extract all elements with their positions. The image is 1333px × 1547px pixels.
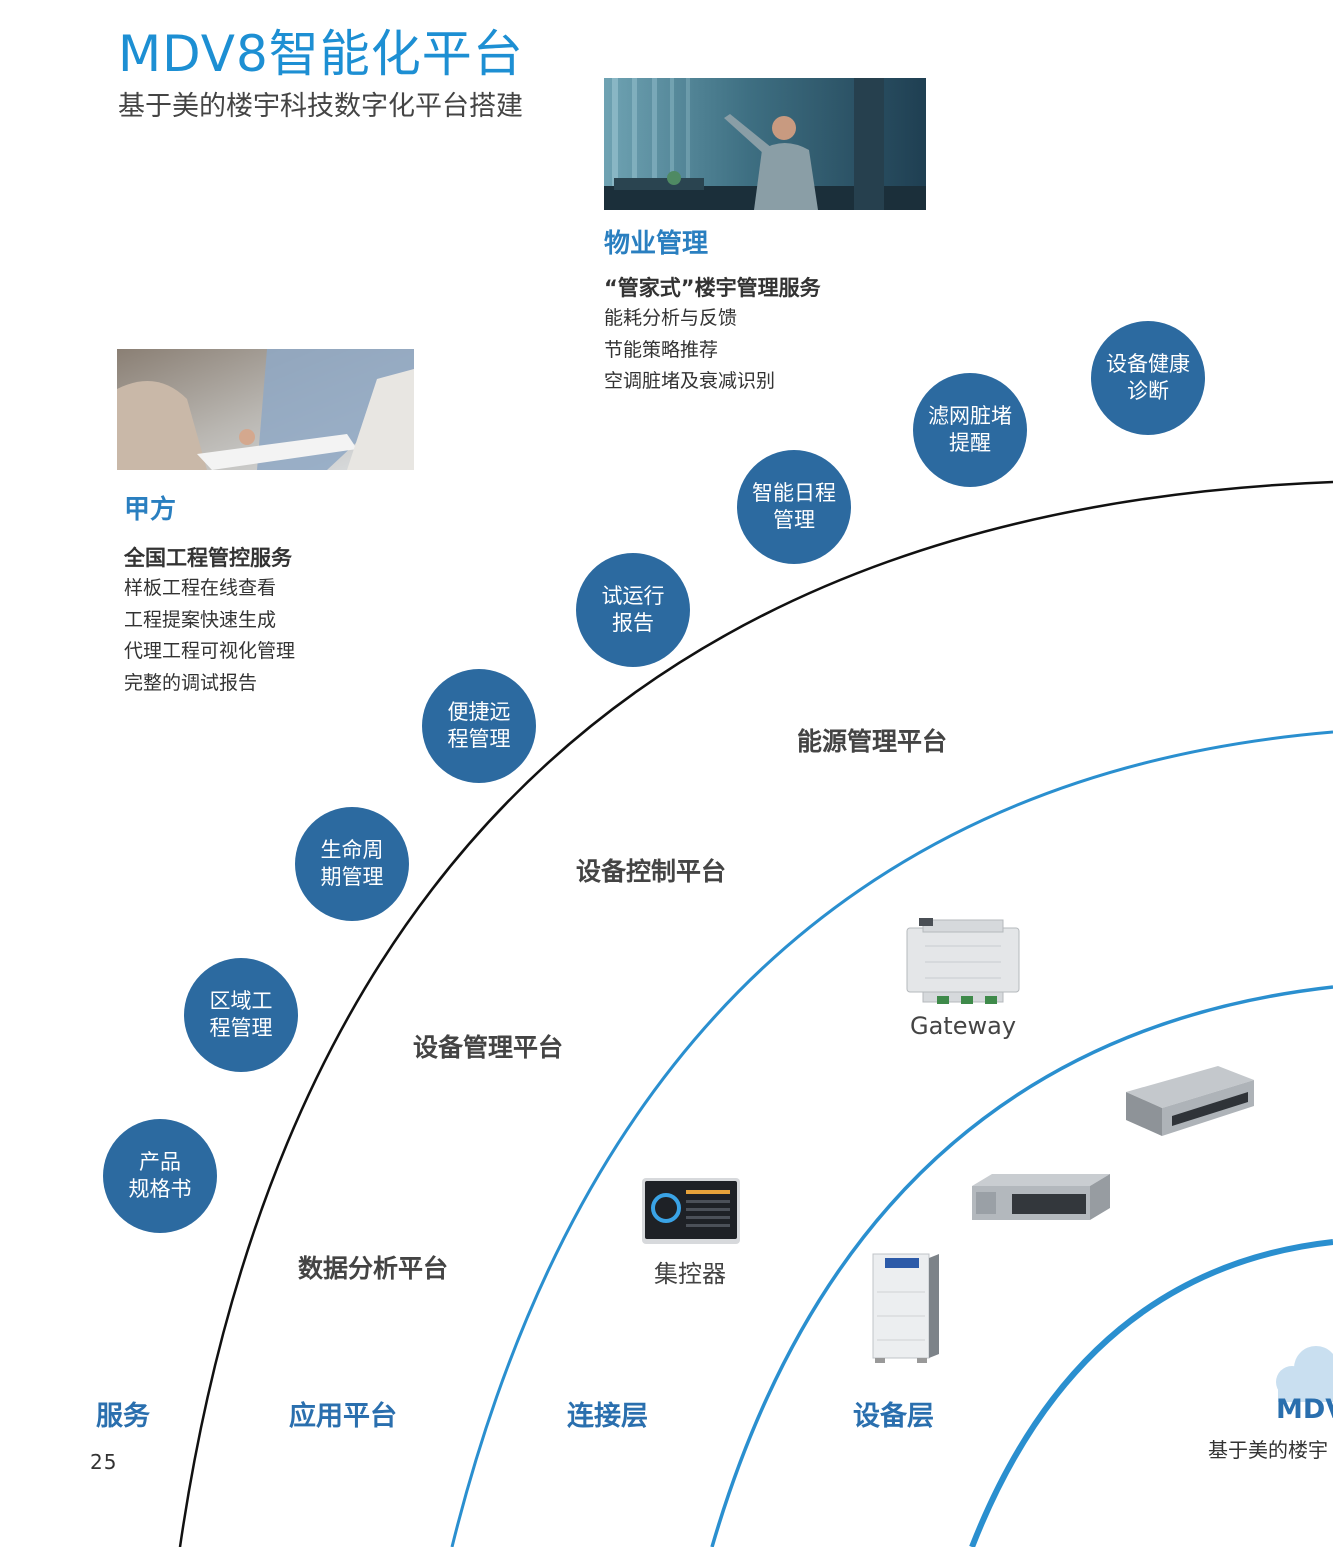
service-circle-lifecycle: 生命周 期管理	[295, 807, 409, 921]
service-circle-smart-schedule: 智能日程 管理	[737, 450, 851, 564]
owner-item: 工程提案快速生成	[124, 608, 277, 631]
arc-service-boundary	[178, 480, 1333, 1547]
owner-item: 完整的调试报告	[124, 671, 258, 694]
outdoor-unit-image	[871, 1252, 941, 1364]
platform-energy-label: 能源管理平台	[797, 727, 948, 756]
controller-device-image	[642, 1178, 740, 1244]
service-circle-remote-management: 便捷远 程管理	[422, 669, 536, 783]
owner-list: 样板工程在线查看 工程提案快速生成 代理工程可视化管理 完整的调试报告	[124, 573, 295, 699]
page-subtitle: 基于美的楼宇科技数字化平台搭建	[118, 91, 523, 122]
platform-control-label: 设备控制平台	[576, 857, 727, 886]
owner-photo	[117, 349, 414, 470]
owner-subtitle: 全国工程管控服务	[124, 546, 292, 570]
cloud-icon	[1272, 1342, 1333, 1404]
property-item: 节能策略推荐	[604, 338, 719, 361]
service-circle-health-diagnosis: 设备健康 诊断	[1091, 321, 1205, 435]
property-photo	[604, 78, 926, 210]
page-title: MDV8智能化平台	[118, 25, 524, 83]
property-item: 空调脏堵及衰减识别	[604, 370, 776, 392]
property-item: 能耗分析与反馈	[604, 307, 738, 329]
gateway-device-image	[905, 918, 1021, 1004]
duct-unit-large-image	[1118, 1062, 1258, 1140]
owner-title: 甲方	[124, 495, 177, 525]
arc-device-boundary	[969, 1239, 1333, 1547]
footer-app-label: 应用平台	[289, 1401, 397, 1432]
arc-connect-boundary	[710, 985, 1333, 1547]
service-circle-regional-project: 区域工 程管理	[184, 958, 298, 1072]
core-subtitle: 基于美的楼宇	[1208, 1438, 1328, 1462]
gateway-label: Gateway	[910, 1012, 1017, 1040]
service-circle-product-spec: 产品 规格书	[103, 1119, 217, 1233]
arc-app-boundary	[450, 730, 1333, 1547]
duct-unit-slim-image	[968, 1172, 1114, 1224]
footer-service-label: 服务	[96, 1401, 150, 1432]
controller-label: 集控器	[654, 1260, 726, 1288]
platform-management-label: 设备管理平台	[413, 1033, 564, 1062]
service-circle-filter-alert: 滤网脏堵 提醒	[913, 373, 1027, 487]
platform-data-label: 数据分析平台	[298, 1254, 449, 1283]
property-subtitle: “管家式”楼宇管理服务	[604, 276, 821, 300]
property-list: 能耗分析与反馈 节能策略推荐 空调脏堵及衰减识别	[604, 303, 775, 398]
footer-connect-label: 连接层	[567, 1401, 648, 1432]
owner-item: 样板工程在线查看	[124, 577, 277, 599]
property-title: 物业管理	[604, 229, 709, 259]
core-title: MDV	[1276, 1394, 1333, 1425]
footer-device-label: 设备层	[853, 1401, 934, 1432]
page-number: 25	[90, 1450, 118, 1474]
service-circle-trial-report: 试运行 报告	[576, 553, 690, 667]
owner-item: 代理工程可视化管理	[124, 640, 296, 662]
